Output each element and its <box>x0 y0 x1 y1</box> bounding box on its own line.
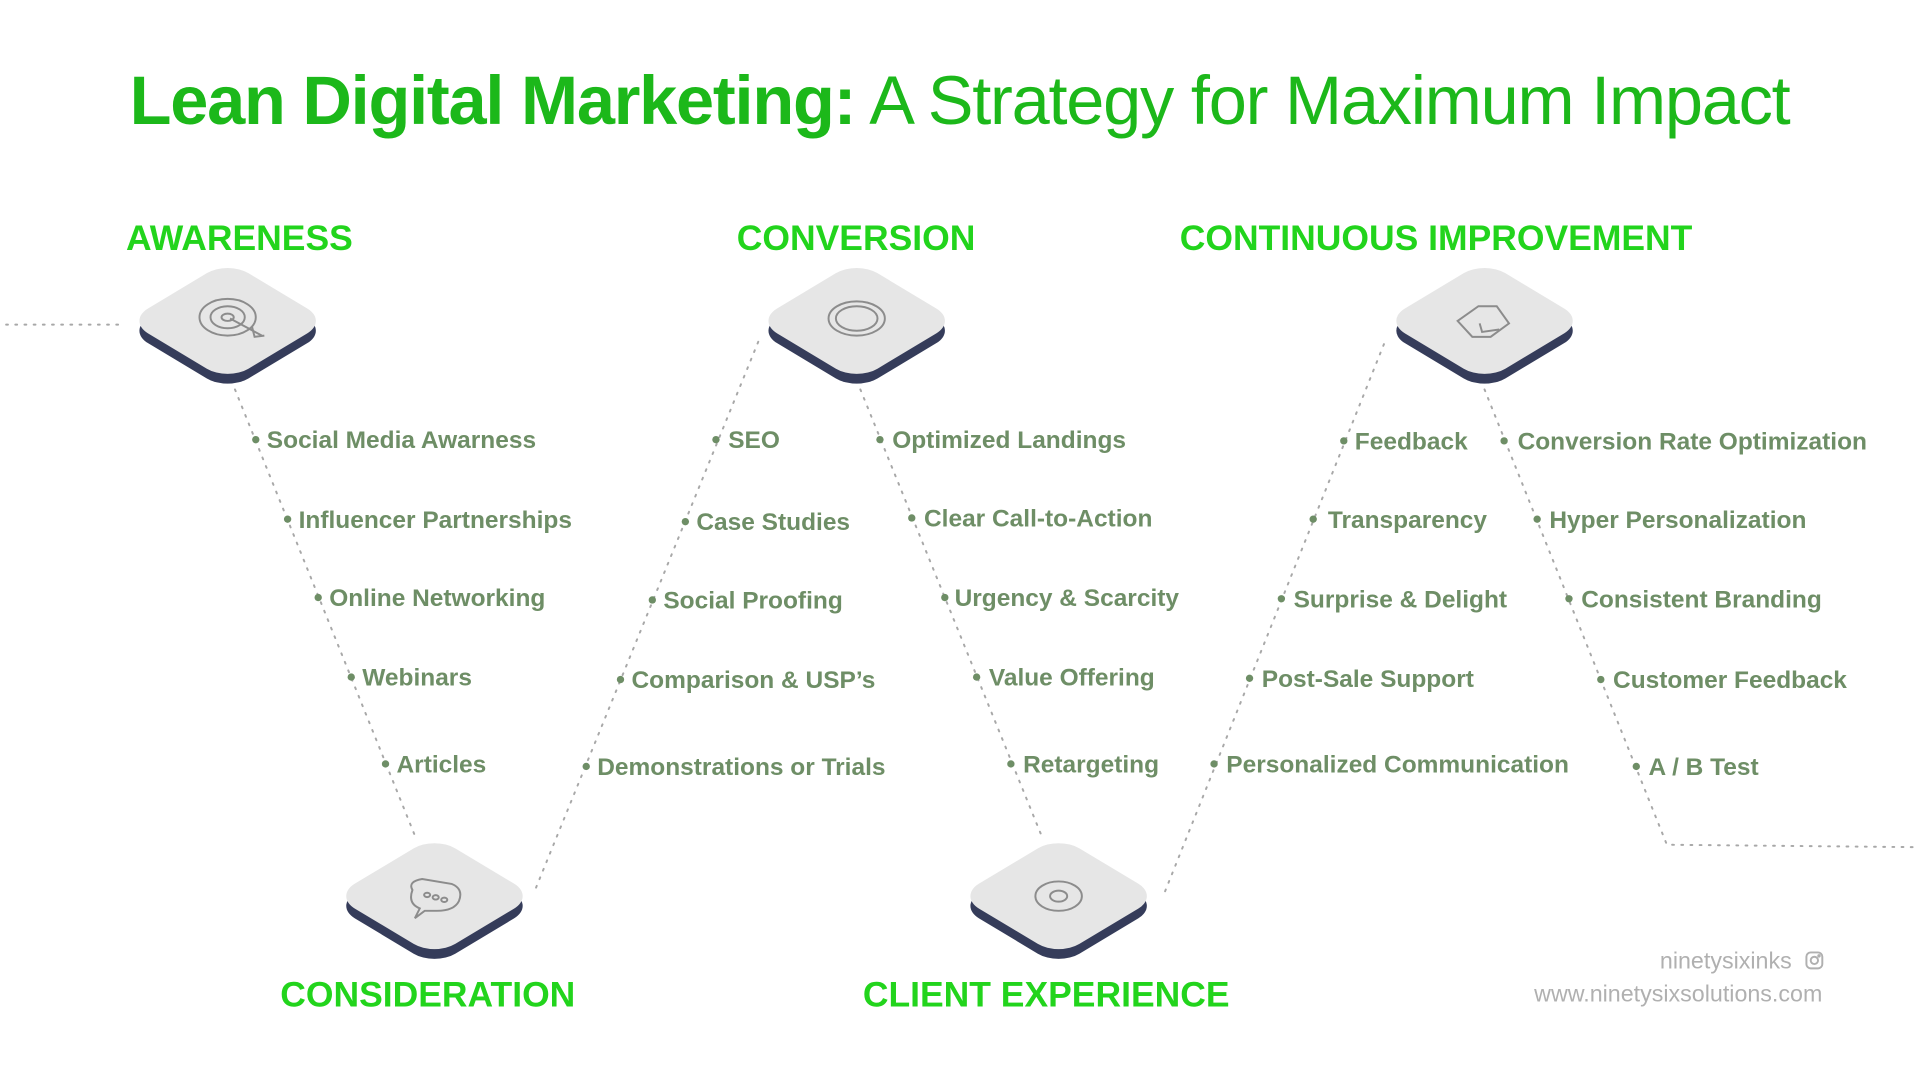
svg-text:Retargeting: Retargeting <box>1023 752 1159 779</box>
list-item: Feedback <box>1340 428 1468 455</box>
heading-conversion: CONVERSION <box>737 218 976 258</box>
list-consideration: SEO Case Studies Social Proofing Compari… <box>582 427 886 781</box>
ring-icon <box>827 300 886 337</box>
tile-continuous-improvement <box>1384 260 1585 391</box>
list-item: Post-Sale Support <box>1245 666 1474 693</box>
list-item: Social Media Awarness <box>252 427 536 454</box>
list-conversion: Optimized Landings Clear Call-to-Action … <box>876 427 1179 779</box>
svg-text:Value Offering: Value Offering <box>989 665 1155 692</box>
list-item: Customer Feedback <box>1597 667 1847 694</box>
heading-continuous-improvement: CONTINUOUS IMPROVEMENT <box>1180 218 1693 258</box>
list-awareness: Social Media Awarness Influencer Partner… <box>252 427 572 779</box>
svg-text:Feedback: Feedback <box>1355 428 1468 455</box>
svg-text:Surprise & Delight: Surprise & Delight <box>1294 586 1507 613</box>
svg-text:Demonstrations or Trials: Demonstrations or Trials <box>597 754 885 781</box>
title-bold: Lean Digital Marketing: <box>130 62 856 139</box>
svg-text:Online Networking: Online Networking <box>329 585 545 612</box>
tile-conversion <box>756 260 958 391</box>
list-item: Consistent Branding <box>1565 586 1822 613</box>
instagram-icon[interactable] <box>1805 951 1824 970</box>
svg-text:Urgency & Scarcity: Urgency & Scarcity <box>955 585 1180 612</box>
svg-text:Consistent Branding: Consistent Branding <box>1581 586 1822 613</box>
list-item: SEO <box>712 427 780 454</box>
list-item: Hyper Personalization <box>1533 507 1806 534</box>
list-item: Surprise & Delight <box>1277 586 1507 613</box>
svg-text:Hyper Personalization: Hyper Personalization <box>1549 507 1806 534</box>
svg-text:Articles: Articles <box>397 752 487 779</box>
list-item: Influencer Partnerships <box>283 507 572 534</box>
svg-text:SEO: SEO <box>728 427 780 454</box>
list-item: Conversion Rate Optimization <box>1500 428 1867 455</box>
instagram-handle[interactable]: ninetysixinks <box>1660 947 1792 973</box>
svg-text:Optimized Landings: Optimized Landings <box>892 427 1126 454</box>
connector-path <box>234 388 418 840</box>
list-item: Articles <box>381 752 487 779</box>
list-continuous-improvement: Conversion Rate Optimization Hyper Perso… <box>1500 428 1867 781</box>
heading-client-experience: CLIENT EXPERIENCE <box>863 974 1230 1014</box>
svg-text:A / B Test: A / B Test <box>1649 754 1759 781</box>
list-item: Comparison & USP’s <box>616 667 876 694</box>
svg-text:Customer Feedback: Customer Feedback <box>1613 667 1847 694</box>
tag-check-icon <box>1456 305 1511 338</box>
tile-consideration <box>334 835 535 967</box>
tile-client-experience <box>958 835 1160 967</box>
svg-text:Personalized Communication: Personalized Communication <box>1226 752 1569 779</box>
list-item: Optimized Landings <box>876 427 1126 454</box>
list-item: Urgency & Scarcity <box>941 585 1179 612</box>
heading-awareness: AWARENESS <box>126 218 353 258</box>
list-item: Transparency <box>1309 507 1488 534</box>
svg-text:Post-Sale Support: Post-Sale Support <box>1262 666 1474 693</box>
page-title: Lean Digital Marketing: A Strategy for M… <box>130 62 1791 139</box>
list-item: Demonstrations or Trials <box>582 754 886 781</box>
list-item: Webinars <box>347 665 472 692</box>
svg-text:Case Studies: Case Studies <box>696 509 850 536</box>
connector-path <box>535 339 760 889</box>
list-item: Case Studies <box>681 509 850 536</box>
svg-text:Comparison & USP’s: Comparison & USP’s <box>632 667 876 694</box>
svg-text:Influencer Partnerships: Influencer Partnerships <box>299 507 572 534</box>
tile-awareness <box>127 260 329 391</box>
svg-text:Webinars: Webinars <box>362 665 472 692</box>
chat-bubble-icon <box>410 878 462 919</box>
list-item: Value Offering <box>972 665 1155 692</box>
website-link[interactable]: www.ninetysixsolutions.com <box>1533 980 1822 1006</box>
list-item: Social Proofing <box>648 588 843 615</box>
connector-path <box>1164 339 1387 893</box>
list-client-experience: Feedback Transparency Surprise & Delight… <box>1210 428 1569 779</box>
list-item: Personalized Communication <box>1210 752 1569 779</box>
list-item: Clear Call-to-Action <box>908 506 1152 533</box>
gear-icon <box>1033 879 1084 913</box>
target-icon <box>198 297 265 338</box>
title-rest: A Strategy for Maximum Impact <box>855 62 1790 139</box>
list-item: A / B Test <box>1632 754 1759 781</box>
svg-text:Social Proofing: Social Proofing <box>663 588 842 615</box>
svg-text:Clear Call-to-Action: Clear Call-to-Action <box>924 506 1152 533</box>
svg-text:Social Media Awarness: Social Media Awarness <box>267 427 536 454</box>
list-item: Retargeting <box>1007 752 1159 779</box>
list-item: Online Networking <box>314 585 545 612</box>
connector-path <box>859 388 1044 840</box>
heading-consideration: CONSIDERATION <box>280 974 575 1014</box>
svg-text:Transparency: Transparency <box>1328 507 1488 534</box>
svg-text:Conversion Rate Optimization: Conversion Rate Optimization <box>1518 428 1867 455</box>
